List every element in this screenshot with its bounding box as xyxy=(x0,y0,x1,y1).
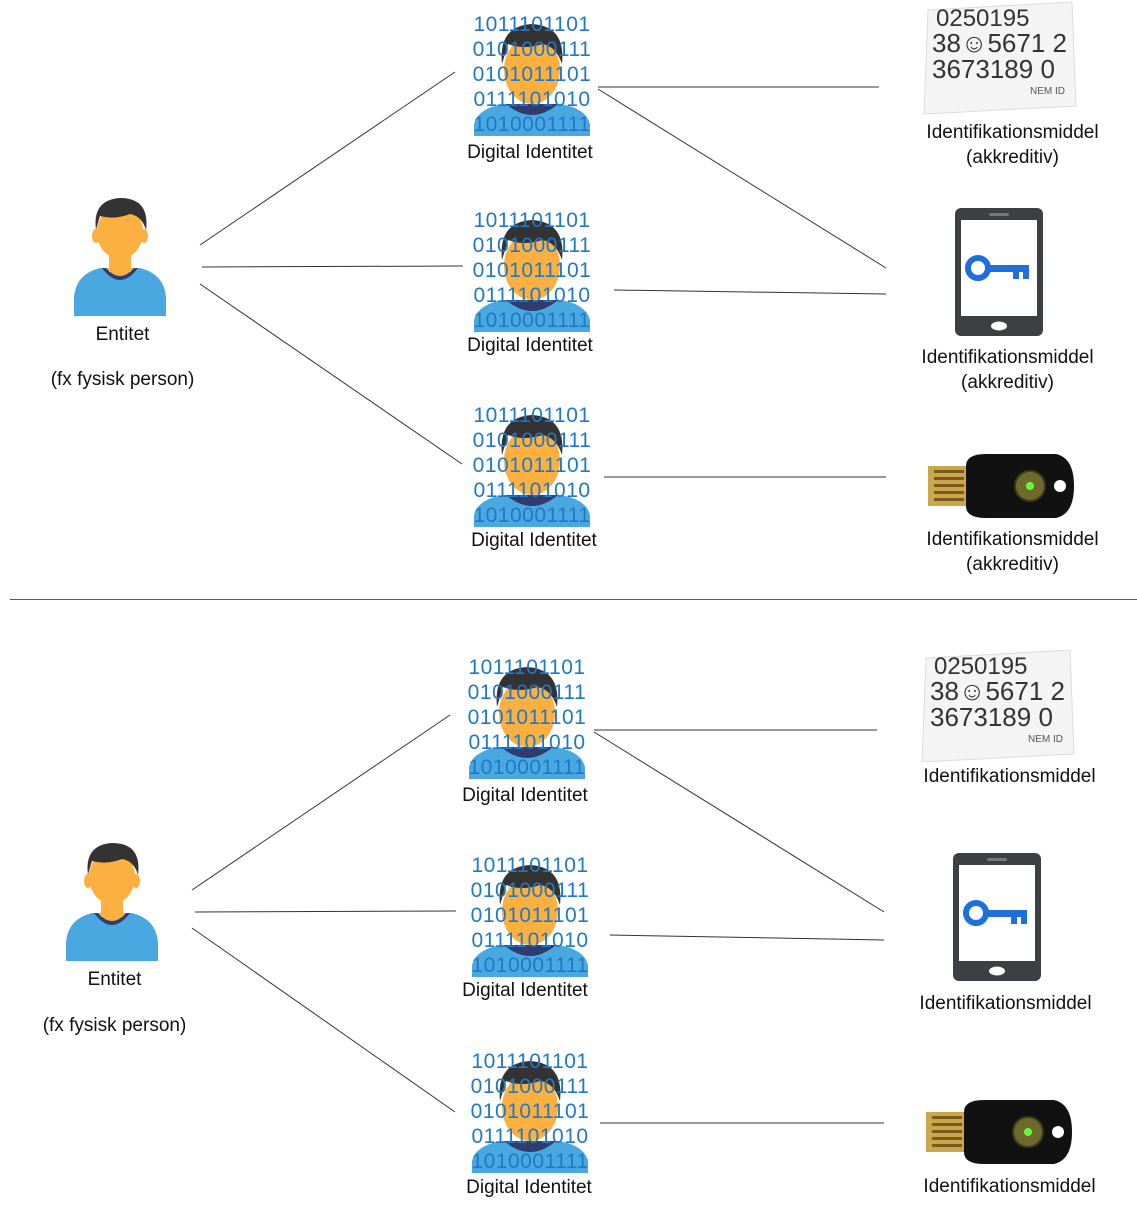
svg-text:3673189 0: 3673189 0 xyxy=(930,702,1053,732)
code-card-icon: 0250195 38☺5671 2 3673189 0 NEM ID xyxy=(918,650,1078,762)
entity-person-icon xyxy=(62,837,162,961)
link-identity1-phone xyxy=(593,731,885,913)
link-entity-identity-3 xyxy=(191,927,456,1113)
security-key-icon xyxy=(924,1098,1074,1168)
digital-identity-label: Digital Identitet xyxy=(467,142,593,163)
credential-label: Identifikationsmiddel xyxy=(926,122,1099,143)
phone-key-icon xyxy=(955,208,1045,338)
credential-sublabel: (akkreditiv) xyxy=(966,554,1059,575)
link-entity-identity-3 xyxy=(199,283,463,465)
connection-lines xyxy=(191,714,885,1124)
entity-note: (fx fysisk person) xyxy=(50,369,195,390)
link-identity2-phone xyxy=(613,289,887,295)
svg-text:NEM ID: NEM ID xyxy=(1030,86,1065,97)
link-entity-identity-2 xyxy=(194,910,457,913)
link-entity-identity-1 xyxy=(191,714,451,891)
credential-label: Identifikationsmiddel xyxy=(923,1176,1096,1197)
svg-text:0250195: 0250195 xyxy=(936,5,1029,32)
link-identity1-phone xyxy=(597,88,887,269)
entity-name: Entitet xyxy=(95,324,150,345)
digital-identity-label: Digital Identitet xyxy=(466,1177,592,1198)
security-key-icon xyxy=(926,452,1076,522)
link-entity-identity-1 xyxy=(199,71,456,246)
credential-sublabel: (akkreditiv) xyxy=(966,147,1059,168)
credential-label: Identifikationsmiddel xyxy=(919,993,1092,1014)
section-divider xyxy=(10,599,1137,600)
digital-identity-label: Digital Identitet xyxy=(467,335,593,356)
svg-text:3673189 0: 3673189 0 xyxy=(932,54,1055,84)
digital-identity-label: Digital Identitet xyxy=(471,530,597,551)
entity-name: Entitet xyxy=(87,969,142,990)
credential-sublabel: (akkreditiv) xyxy=(961,372,1054,393)
svg-text:38☺5671 2: 38☺5671 2 xyxy=(930,676,1065,706)
digital-identity-label: Digital Identitet xyxy=(462,980,588,1001)
connection-lines xyxy=(199,71,887,478)
svg-text:NEM ID: NEM ID xyxy=(1028,734,1063,745)
phone-key-icon xyxy=(953,853,1043,983)
credential-label: Identifikationsmiddel xyxy=(921,347,1094,368)
entity-note: (fx fysisk person) xyxy=(42,1015,187,1036)
svg-text:0250195: 0250195 xyxy=(934,653,1027,680)
code-card-icon: 0250195 38☺5671 2 3673189 0 NEM ID xyxy=(920,2,1080,114)
digital-identity-label: Digital Identitet xyxy=(462,785,588,806)
credential-label: Identifikationsmiddel xyxy=(926,529,1099,550)
entity-person-icon xyxy=(70,192,170,316)
credential-label: Identifikationsmiddel xyxy=(923,766,1096,787)
svg-text:38☺5671 2: 38☺5671 2 xyxy=(932,28,1067,58)
link-entity-identity-2 xyxy=(201,265,464,268)
link-identity2-phone xyxy=(609,934,885,941)
